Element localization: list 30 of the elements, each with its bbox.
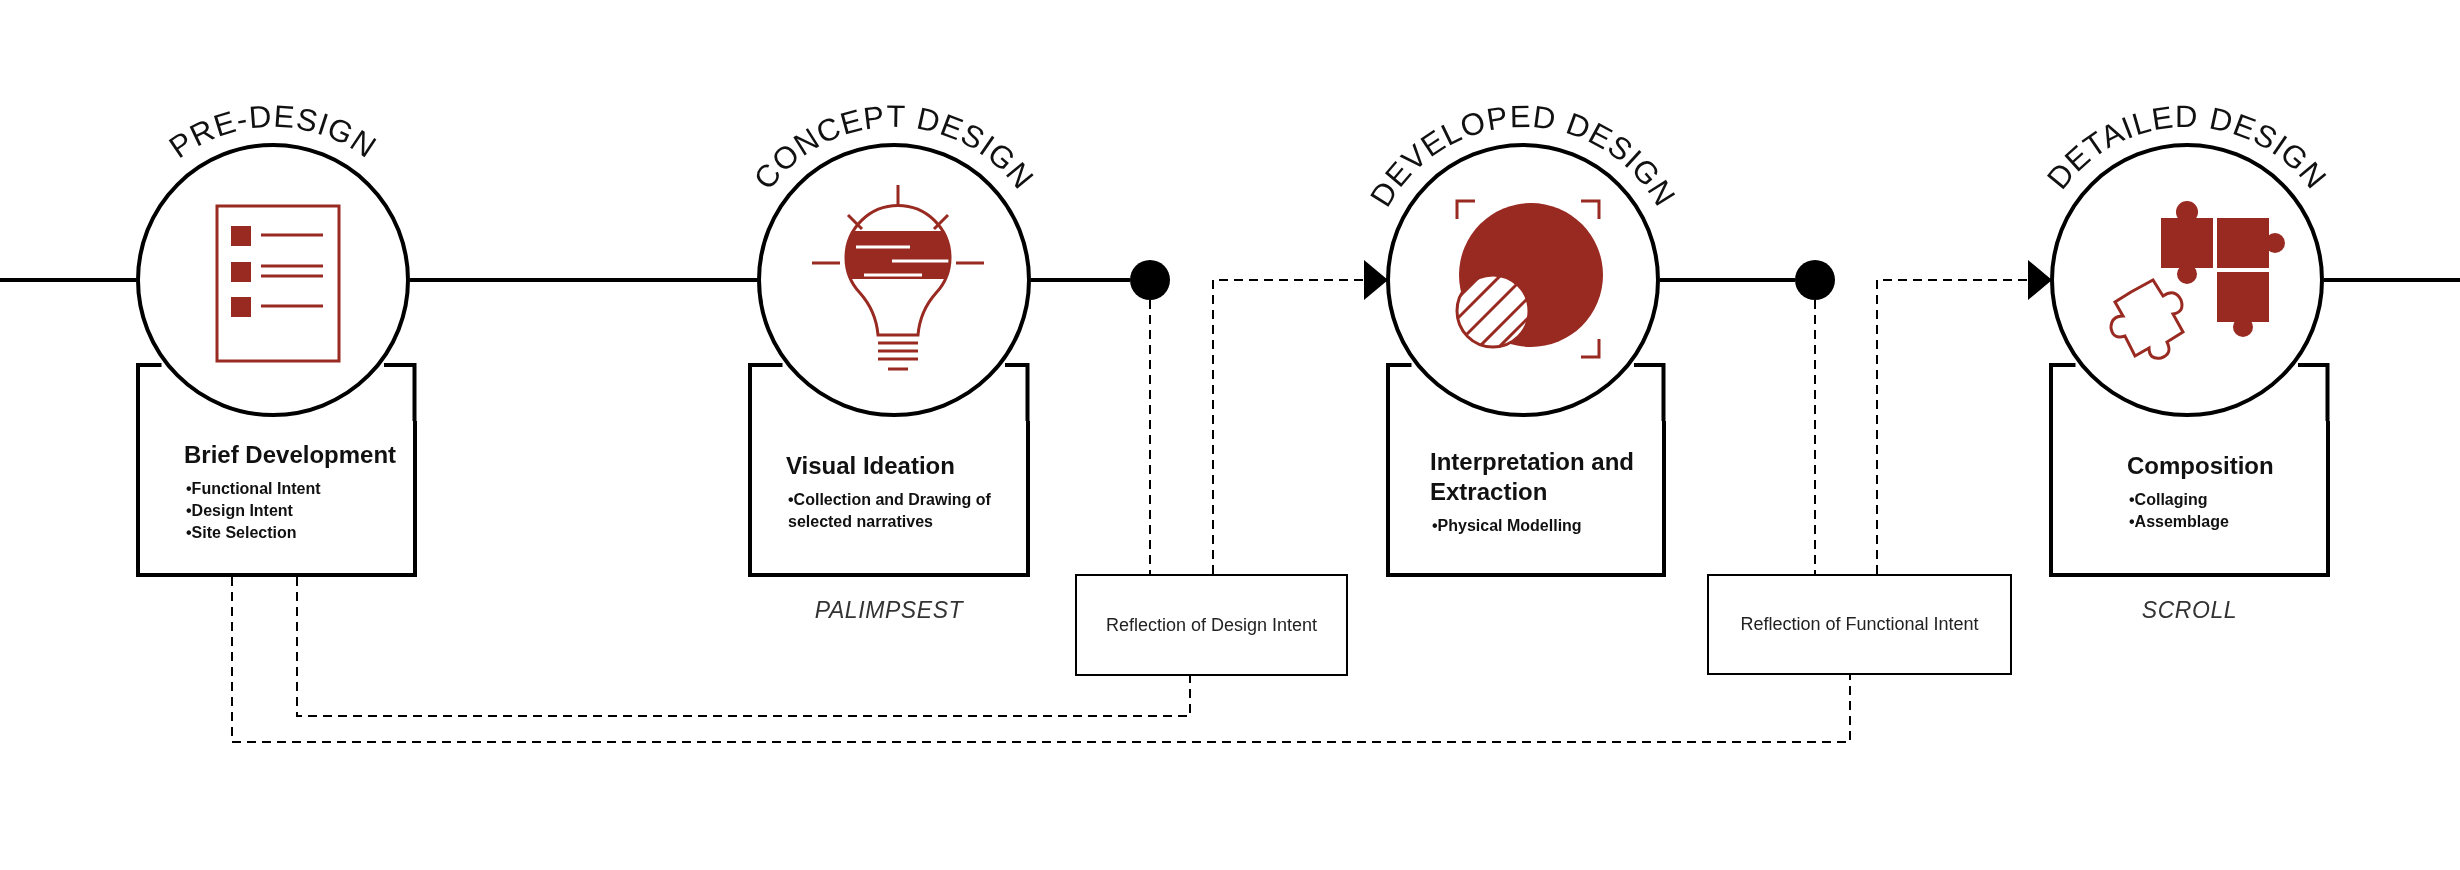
bullet-item: •Functional Intent — [185, 479, 322, 499]
stage-caption: SCROLL — [2140, 596, 2239, 625]
bullet-item: •Collection and Drawing of selected narratives — [787, 490, 992, 532]
dashed-connector — [296, 576, 1191, 717]
bullet-item: •Collaging — [2128, 490, 2209, 510]
connector-line — [0, 278, 136, 282]
stage-caption: PALIMPSEST — [813, 596, 965, 625]
dashed-connector — [1149, 299, 1151, 575]
bullet-item: •Physical Modelling — [1431, 516, 1583, 536]
dashed-connector — [1876, 260, 2052, 575]
note-text: Reflection of Functional Intent — [1740, 613, 1979, 636]
box-title: Interpretation and Extraction — [1430, 447, 1635, 507]
connector-line — [2324, 278, 2460, 282]
dashed-connector — [1814, 299, 1816, 575]
bullet-item: •Assemblage — [2128, 512, 2230, 532]
connector-line — [410, 278, 757, 282]
note-box — [1075, 574, 1348, 676]
box-title: Visual Ideation — [786, 451, 956, 481]
note-box — [1707, 574, 2012, 675]
dashed-connector — [1212, 260, 1388, 575]
dashed-connector — [231, 576, 1851, 743]
bullet-item: •Site Selection — [185, 523, 298, 543]
stage-box — [1386, 421, 1666, 577]
connector-line — [1660, 278, 1795, 282]
bullet-item: •Design Intent — [185, 501, 294, 521]
box-title: Brief Development — [184, 440, 398, 470]
connector-line — [1031, 278, 1130, 282]
box-title: Composition — [2127, 451, 2275, 481]
stage-box — [136, 421, 417, 577]
note-text: Reflection of Design Intent — [1105, 613, 1318, 637]
